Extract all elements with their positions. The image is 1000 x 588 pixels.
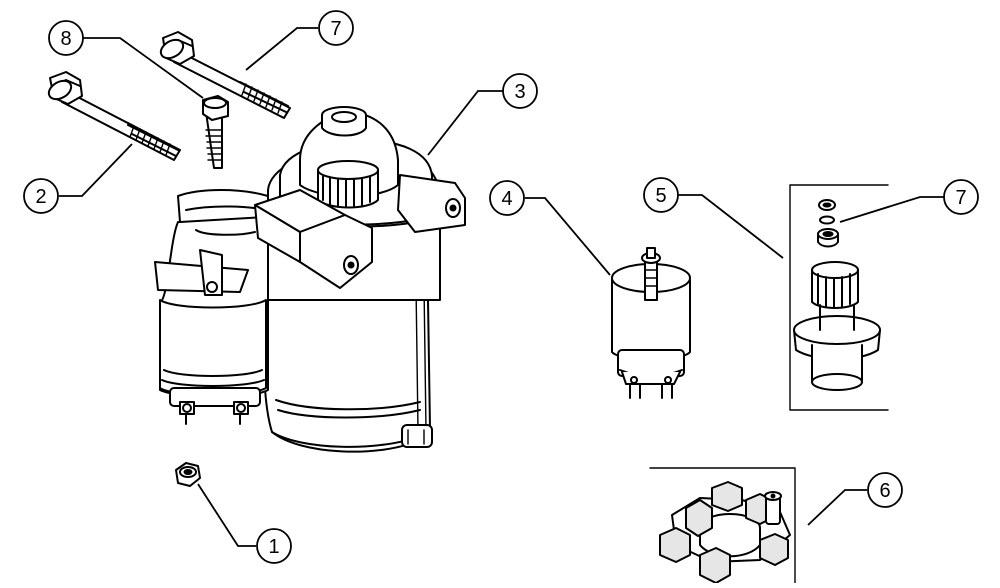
- starter-motor: [154, 106, 466, 453]
- long-bolt-7: [159, 31, 291, 119]
- callout-6: 6: [867, 472, 903, 508]
- callout-4: 4: [489, 180, 525, 216]
- mounting-bolt-2: [47, 71, 181, 161]
- callout-5: 5: [643, 177, 679, 213]
- solenoid-4: [611, 247, 691, 399]
- callout-label: 8: [60, 28, 71, 50]
- callout-label: 1: [268, 536, 279, 558]
- drive-pinion-kit-5: [789, 184, 889, 411]
- callout-2: 2: [23, 178, 59, 214]
- callout-8: 8: [48, 20, 84, 56]
- callout-label: 4: [501, 188, 512, 210]
- leader-lines: [59, 27, 944, 547]
- callout-label: 2: [35, 186, 46, 208]
- callout-label: 5: [655, 185, 666, 207]
- callout-7-right: 7: [943, 179, 979, 215]
- bolt-8: [202, 95, 229, 169]
- callout-3: 3: [502, 73, 538, 109]
- callout-label: 6: [879, 480, 890, 502]
- callout-1: 1: [256, 528, 292, 564]
- callout-label: 7: [330, 18, 341, 40]
- callout-label: 3: [514, 81, 525, 103]
- callout-label: 7: [955, 187, 966, 209]
- callout-7-top: 7: [318, 10, 354, 46]
- brush-holder-6: [649, 467, 796, 584]
- nut-1: [175, 462, 201, 487]
